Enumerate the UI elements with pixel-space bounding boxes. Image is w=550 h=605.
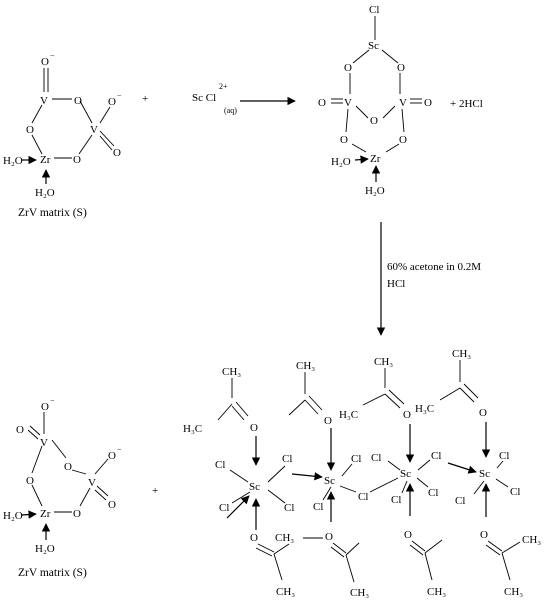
atom-label: H₂O: [3, 155, 23, 167]
atom-label: O: [108, 450, 116, 462]
atom-label: O: [399, 134, 407, 146]
matrix-caption: ZrV matrix (S): [18, 567, 87, 579]
atom-label: Cl: [219, 502, 229, 514]
atom-label: O: [397, 62, 405, 74]
atom-label: H₂O: [365, 185, 385, 197]
atom-label: O: [370, 115, 378, 127]
atom-label: O: [404, 529, 412, 541]
condition-line-2: HCl: [387, 278, 405, 290]
atom-label: O: [344, 62, 352, 74]
atom-label: O: [424, 97, 432, 109]
atom-label: V: [344, 97, 352, 109]
atom-label: V: [399, 97, 407, 109]
atom-label: Cl: [431, 450, 441, 462]
atom-label: O: [250, 422, 258, 434]
atom-label: O: [340, 134, 348, 146]
atom-label: Cl: [358, 491, 368, 503]
atom-label: CH₃: [452, 348, 471, 360]
atom-label: Zr: [370, 153, 381, 165]
atom-label: O: [74, 95, 82, 107]
atom-label: Cl: [371, 452, 381, 464]
atom-label: Cl: [499, 450, 509, 462]
atom-label: V: [40, 437, 48, 449]
reagent-scandium: Sc Cl: [192, 92, 216, 104]
atom-label: H₃C: [415, 403, 434, 415]
atom-label: CH₃: [296, 360, 315, 372]
charge-label: −: [50, 51, 55, 60]
atom-label: Zr: [40, 154, 51, 166]
plus-sign: +: [142, 93, 148, 105]
atom-label: Cl: [284, 502, 294, 514]
atom-label: CH₃: [504, 586, 523, 598]
atom-label: Cl: [391, 494, 401, 506]
sc-loaded-matrix: Cl Sc O O O V O V O O O Zr H₂O H₂O + 2HC…: [318, 4, 483, 197]
atom-label: O: [325, 531, 333, 543]
byproduct-label: + 2HCl: [450, 98, 483, 110]
atom-label: O: [64, 461, 72, 473]
atom-label: O: [324, 415, 332, 427]
charge-label: −: [50, 396, 55, 405]
atom-label: H₂O: [3, 510, 23, 522]
condition-line-1: 60% acetone in 0.2M: [387, 261, 481, 273]
atom-label: H₂O: [35, 187, 55, 199]
plus-sign: +: [152, 485, 158, 497]
atom-label: O: [318, 97, 326, 109]
atom-label: O: [113, 147, 121, 159]
atom-label: O: [26, 124, 34, 136]
atom-label: CH₃: [522, 534, 541, 546]
atom-label: Cl: [313, 501, 323, 513]
atom-label: CH₃: [350, 587, 369, 599]
atom-label: CH₃: [275, 532, 294, 544]
charge-label: −: [117, 445, 122, 454]
atom-label: O: [403, 409, 411, 421]
zrv-matrix-top: O − V O O V O − O Zr O H₂O H₂O ZrV matri…: [3, 51, 122, 219]
atom-label: H₃C: [183, 423, 202, 435]
atom-label: Cl: [428, 487, 438, 499]
atom-label: H₃C: [339, 409, 358, 421]
atom-label: O: [108, 96, 116, 108]
atom-label: H₂O: [35, 543, 55, 555]
atom-label: CH₃: [374, 356, 393, 368]
zrv-matrix-bottom: O − O V O O V O − O Zr O H₂O H₂O ZrV mat…: [3, 396, 122, 579]
atom-label: Cl: [282, 453, 292, 465]
atom-label: O: [26, 475, 34, 487]
matrix-caption: ZrV matrix (S): [18, 207, 87, 219]
atom-label: V: [90, 124, 98, 136]
reagent-phase: (aq): [224, 106, 237, 115]
atom-label: H₂O: [331, 156, 351, 168]
atom-label: CH₃: [222, 366, 241, 378]
atom-label: O: [41, 401, 49, 413]
reaction-reagents: + Sc Cl 2+ (aq): [142, 82, 296, 115]
atom-label: Cl: [215, 459, 225, 471]
atom-label: O: [479, 407, 487, 419]
atom-label: V: [88, 477, 96, 489]
atom-label: O: [73, 154, 81, 166]
atom-label: Sc: [400, 468, 411, 480]
atom-label: Cl: [510, 486, 520, 498]
atom-label: Sc: [249, 481, 260, 493]
atom-label: V: [40, 95, 48, 107]
atom-label: Sc: [368, 40, 379, 52]
scandium-acetone-complex: CH₃ H₃C O CH₃ O CH₃ H₃C O CH₃ H₃C O Sc: [183, 348, 541, 599]
reagent-charge: 2+: [219, 82, 228, 91]
atom-label: Cl: [351, 453, 361, 465]
charge-label: −: [117, 91, 122, 100]
atom-label: Zr: [40, 508, 51, 520]
atom-label: Cl: [369, 4, 379, 16]
atom-label: O: [480, 529, 488, 541]
atom-label: O: [73, 508, 81, 520]
atom-label: O: [108, 499, 116, 511]
elution-step: 60% acetone in 0.2M HCl: [376, 222, 481, 336]
atom-label: CH₃: [276, 586, 295, 598]
atom-label: Cl: [455, 495, 465, 507]
atom-label: Sc: [324, 475, 335, 487]
atom-label: O: [41, 56, 49, 68]
atom-label: O: [16, 424, 24, 436]
atom-label: Sc: [479, 468, 490, 480]
atom-label: O: [250, 532, 258, 544]
atom-label: CH₃: [427, 586, 446, 598]
